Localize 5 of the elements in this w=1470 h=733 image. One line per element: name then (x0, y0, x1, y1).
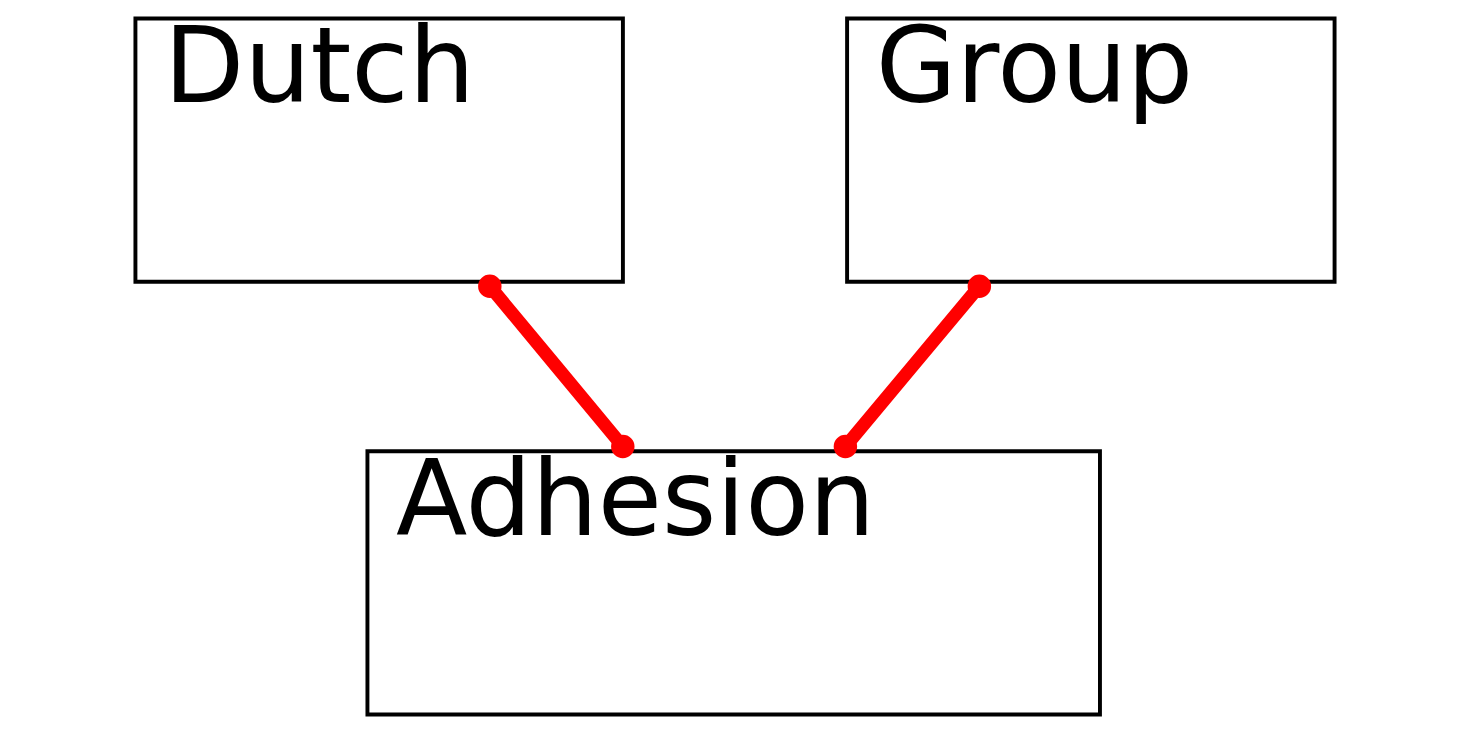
node-box: Adhesion (365, 449, 1102, 717)
connector (478, 274, 635, 459)
connector (833, 274, 992, 459)
node-box: Group (845, 16, 1337, 284)
node-box: Dutch (133, 16, 625, 284)
